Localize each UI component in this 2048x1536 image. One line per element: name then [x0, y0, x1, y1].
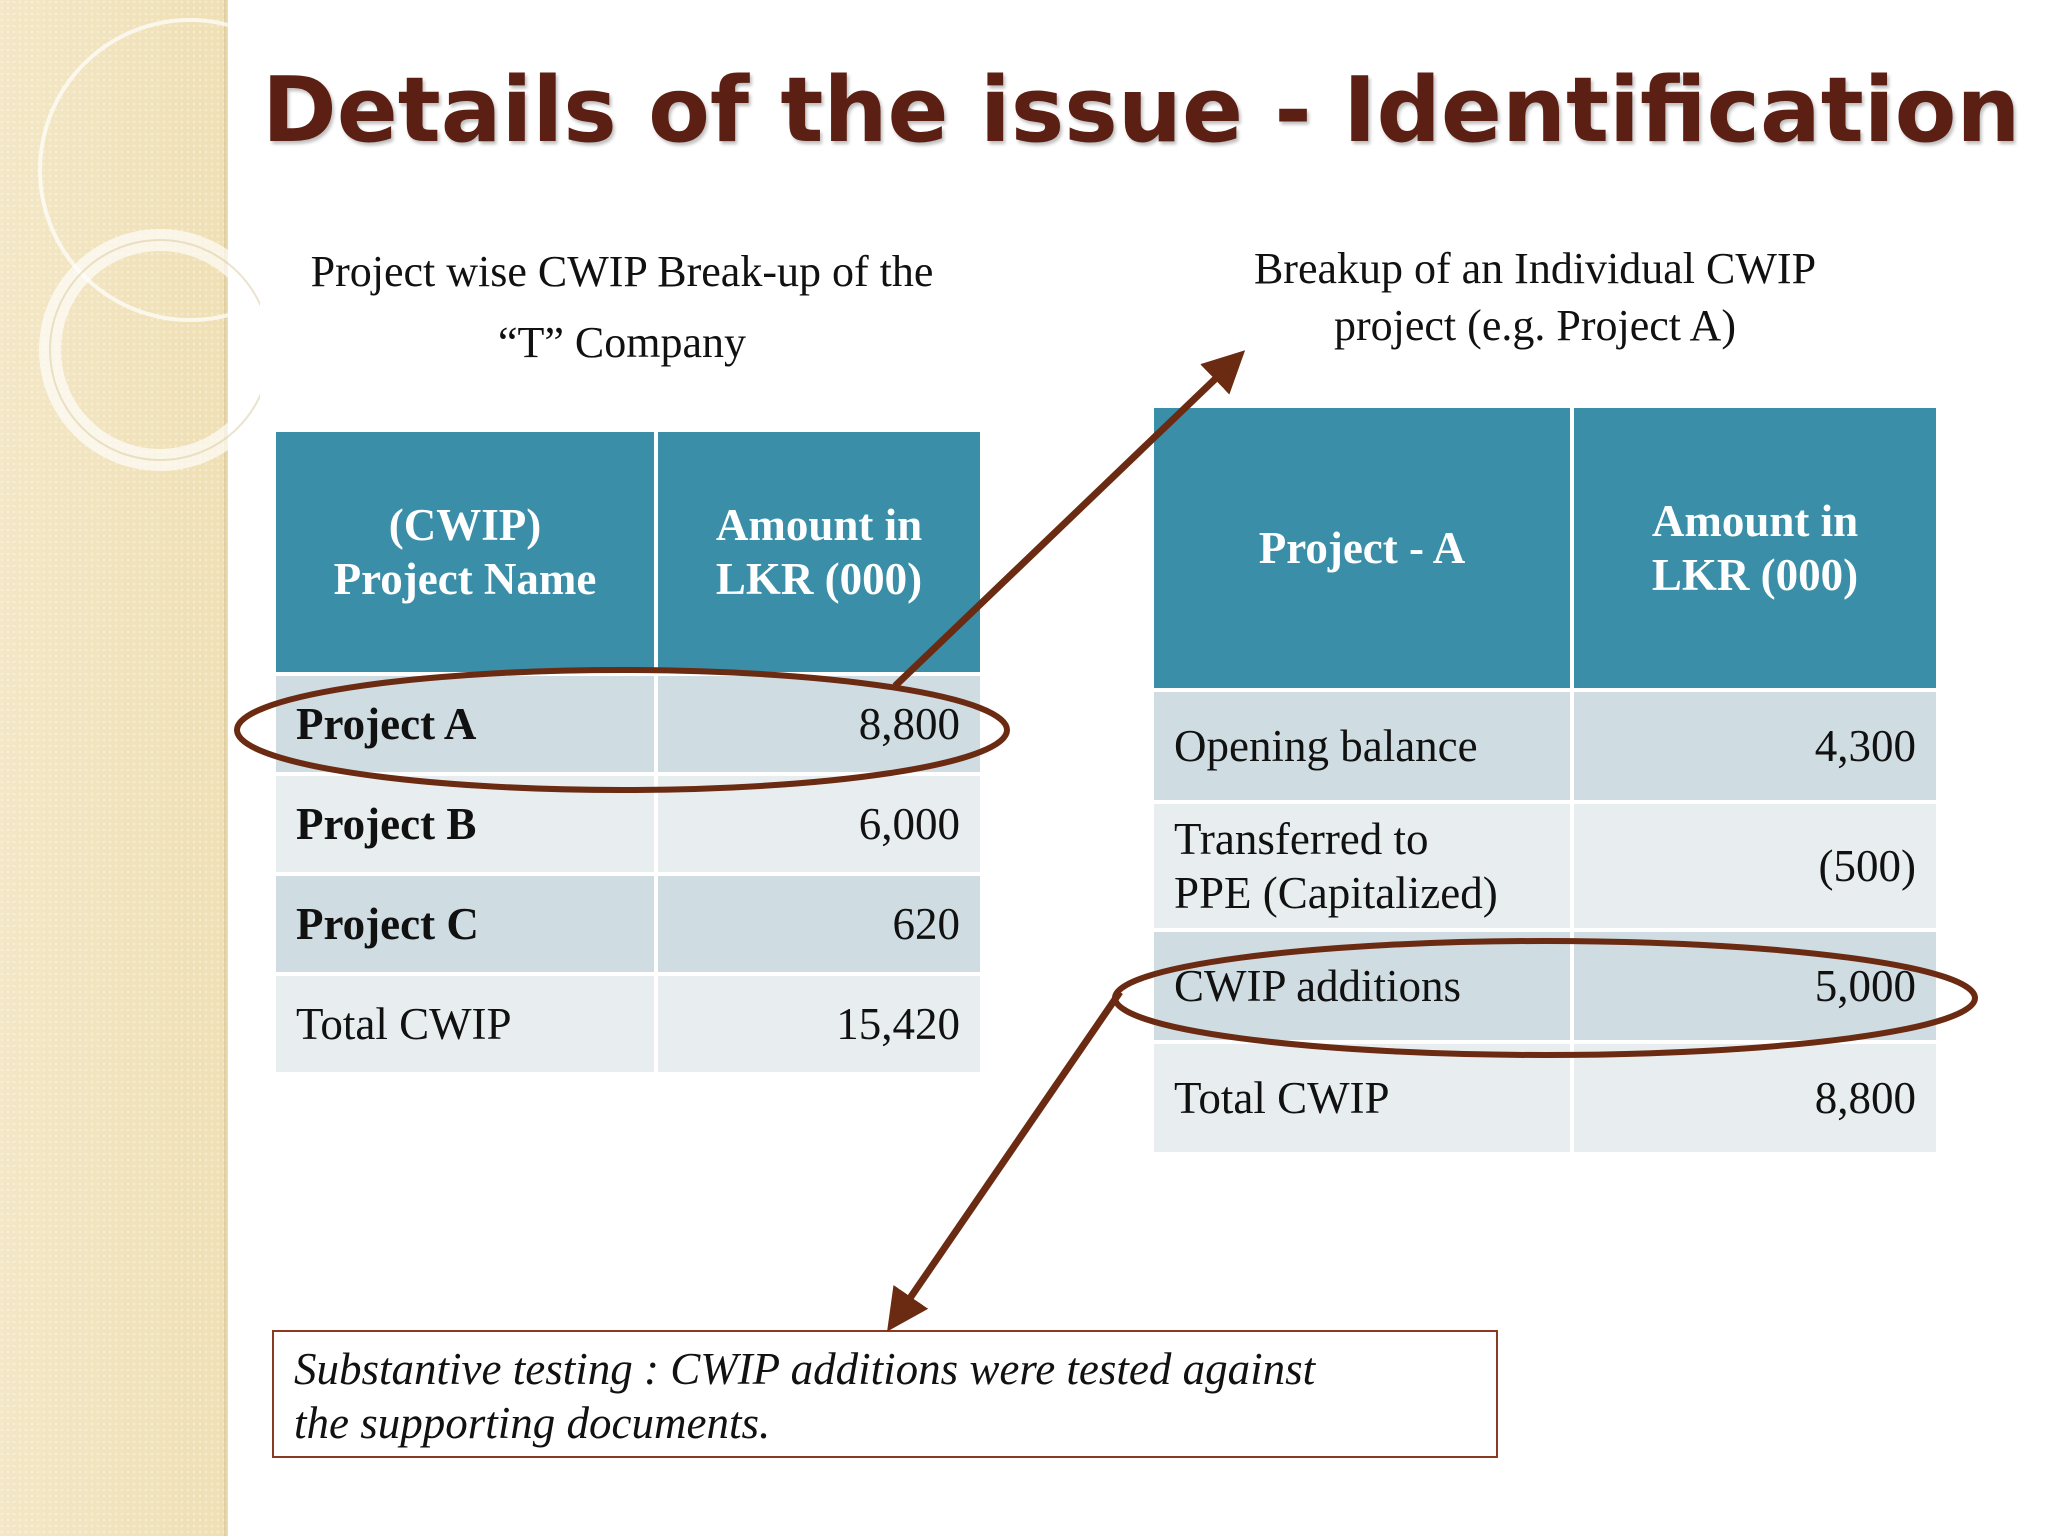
amount-cell: 8,800	[1574, 1044, 1936, 1152]
header-amount: Amount in LKR (000)	[658, 432, 980, 672]
table-row: Total CWIP 8,800	[1154, 1044, 1936, 1152]
note-line1: Substantive testing : CWIP additions wer…	[294, 1344, 1316, 1394]
header-line: Amount in	[1651, 496, 1859, 546]
amount-cell: 5,000	[1574, 932, 1936, 1040]
table-row: Total CWIP 15,420	[276, 976, 980, 1072]
header-line: (CWIP)	[388, 500, 542, 550]
left-table-caption: Project wise CWIP Break-up of the “T” Co…	[262, 236, 982, 378]
item-cell: Total CWIP	[1154, 1044, 1570, 1152]
header-line: Project - A	[1258, 523, 1466, 573]
table-row: Project A 8,800	[276, 676, 980, 772]
project-name-cell: Project A	[276, 676, 654, 772]
amount-cell: 620	[658, 876, 980, 972]
table-row: Project B 6,000	[276, 776, 980, 872]
amount-cell: 8,800	[658, 676, 980, 772]
project-a-breakup-table: Project - A Amount in LKR (000) Opening …	[1150, 404, 1940, 1156]
slide-title: Details of the issue - Identification	[262, 58, 2021, 163]
item-cell: Opening balance	[1154, 692, 1570, 800]
header-line: Project Name	[333, 554, 597, 604]
item-cell: CWIP additions	[1154, 932, 1570, 1040]
item-cell: Transferred to PPE (Capitalized)	[1154, 804, 1570, 928]
decorative-rings	[38, 18, 260, 471]
header-project-name: (CWIP) Project Name	[276, 432, 654, 672]
amount-cell: (500)	[1574, 804, 1936, 928]
table-header-row: Project - A Amount in LKR (000)	[1154, 408, 1936, 688]
item-line: Transferred to	[1174, 814, 1429, 864]
right-caption-line1: Breakup of an Individual CWIP	[1253, 244, 1817, 293]
header-amount: Amount in LKR (000)	[1574, 408, 1936, 688]
note-line2: the supporting documents.	[294, 1398, 771, 1448]
header-line: LKR (000)	[715, 554, 923, 604]
left-caption-line1: Project wise CWIP Break-up of the	[310, 247, 934, 296]
table-row: Project C 620	[276, 876, 980, 972]
amount-cell: 15,420	[658, 976, 980, 1072]
cwip-breakup-table: (CWIP) Project Name Amount in LKR (000) …	[272, 428, 984, 1076]
table-header-row: (CWIP) Project Name Amount in LKR (000)	[276, 432, 980, 672]
substantive-testing-note: Substantive testing : CWIP additions wer…	[272, 1330, 1498, 1458]
header-line: Amount in	[715, 500, 923, 550]
project-name-cell: Project B	[276, 776, 654, 872]
header-line: LKR (000)	[1651, 550, 1859, 600]
header-project-a: Project - A	[1154, 408, 1570, 688]
project-name-cell: Project C	[276, 876, 654, 972]
right-caption-line2: project (e.g. Project A)	[1334, 301, 1736, 350]
sidebar-edge	[224, 0, 228, 1536]
table-row: Transferred to PPE (Capitalized) (500)	[1154, 804, 1936, 928]
table-row: CWIP additions 5,000	[1154, 932, 1936, 1040]
table-row: Opening balance 4,300	[1154, 692, 1936, 800]
left-caption-line2: “T” Company	[497, 318, 747, 367]
item-line: PPE (Capitalized)	[1174, 868, 1498, 918]
amount-cell: 4,300	[1574, 692, 1936, 800]
amount-cell: 6,000	[658, 776, 980, 872]
project-name-cell: Total CWIP	[276, 976, 654, 1072]
right-table-caption: Breakup of an Individual CWIP project (e…	[1190, 240, 1880, 354]
